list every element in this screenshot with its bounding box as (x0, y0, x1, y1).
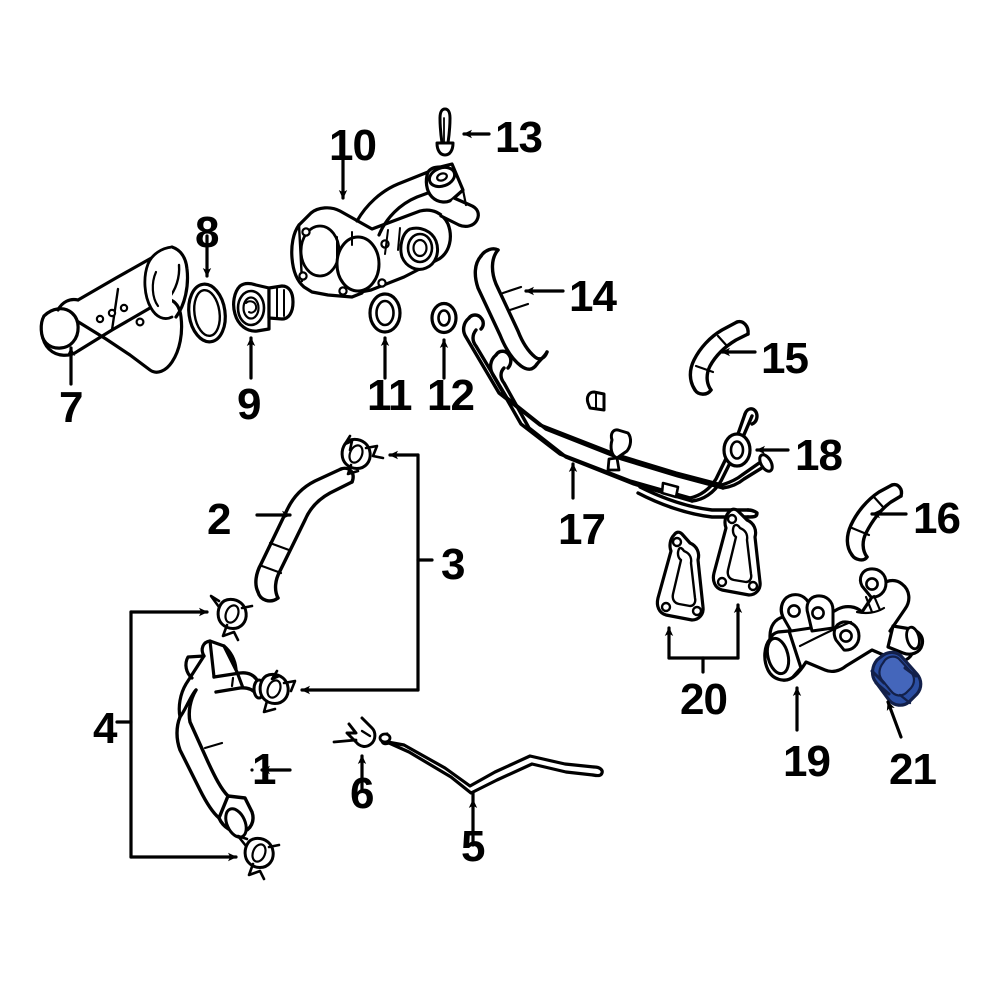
callout-label-12[interactable]: 12 (427, 371, 475, 420)
callout-label-3[interactable]: 3 (441, 540, 466, 589)
callout-label-6[interactable]: 6 (350, 769, 375, 818)
part-13-water-outlet-plug (435, 107, 455, 157)
callout-label-17[interactable]: 17 (558, 505, 606, 554)
part-8-thermostat-o-ring (187, 282, 227, 344)
part-1-water-inlet-pipe (175, 639, 266, 839)
callout-label-8[interactable]: 8 (195, 208, 220, 257)
hose-clamp-mid-right (258, 669, 297, 714)
part-18-water-pipe-seal-ring (722, 432, 752, 468)
part-9-thermostat (232, 282, 295, 333)
callout-label-16[interactable]: 16 (913, 494, 961, 543)
part-10-water-inlet-housing (290, 162, 480, 299)
part-6-by-pass-pipe-clip (332, 716, 377, 748)
callout-label-11[interactable]: 11 (367, 371, 413, 420)
callout-label-7[interactable]: 7 (59, 383, 84, 432)
part-2-radiator-inlet-hose (254, 466, 355, 603)
part-15-heater-outlet-hose (688, 319, 750, 396)
part-11-o-ring-large (368, 292, 402, 334)
callout-label-5[interactable]: 5 (461, 822, 486, 871)
callout-label-21[interactable]: 21 (889, 745, 937, 794)
leader-21 (886, 700, 903, 739)
callout-label-18[interactable]: 18 (795, 431, 843, 480)
part-19-water-pump-housing-bracket (763, 567, 925, 682)
callout-label-14[interactable]: 14 (569, 272, 617, 321)
part-17-water-pipe-assembly (461, 313, 774, 519)
part-7-water-outlet-housing (39, 245, 190, 374)
hose-clamp-mid-left (209, 594, 254, 642)
callout-label-13[interactable]: 13 (495, 113, 543, 162)
callout-label-1[interactable]: 1 (252, 745, 277, 794)
callout-label-9[interactable]: 9 (237, 380, 262, 429)
bracket-3 (300, 450, 434, 695)
part-20-water-pump-gasket-set (655, 530, 705, 622)
hose-clamp-upper-right (340, 434, 385, 476)
bracket-4 (115, 607, 238, 862)
part-16-water-by-pass-hose (845, 482, 904, 562)
callout-label-19[interactable]: 19 (783, 737, 831, 786)
part-20-gasket-right (711, 507, 762, 597)
hose-clamp-bottom (236, 834, 281, 881)
part-12-o-ring-small (430, 301, 458, 335)
callout-label-20[interactable]: 20 (680, 675, 728, 724)
part-5-water-by-pass-pipe (378, 732, 604, 795)
callout-label-2[interactable]: 2 (207, 495, 232, 544)
callout-label-10[interactable]: 10 (329, 121, 377, 170)
bracket-20 (664, 603, 743, 674)
part-14-heater-inlet-hose (473, 247, 549, 371)
part-21-engine-coolant-temperature-sensor (870, 650, 923, 707)
callout-label-15[interactable]: 15 (761, 334, 809, 383)
callout-label-4[interactable]: 4 (93, 704, 118, 753)
callout-leaders (66, 129, 908, 847)
